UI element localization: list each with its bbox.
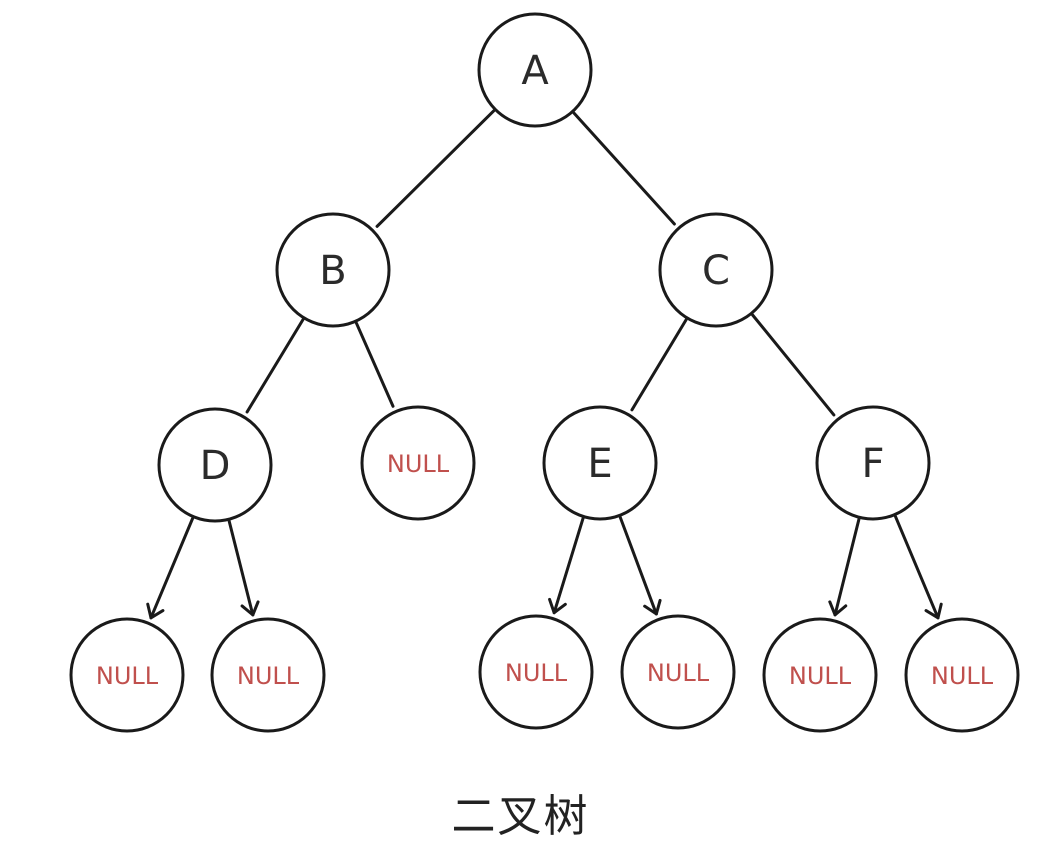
node-circle: [762, 617, 878, 733]
edge-D-D_L: [149, 516, 195, 620]
node-circle: [157, 407, 273, 523]
edge-F-F_R: [893, 514, 940, 620]
tree-node-f: F: [815, 405, 931, 521]
tree-node-e: E: [542, 405, 658, 521]
null-node: NULL: [360, 405, 476, 521]
null-node: NULL: [210, 617, 326, 733]
arrowhead-F-F_R: [924, 602, 943, 620]
edge-F-F_L: [833, 517, 861, 617]
null-label: NULL: [96, 662, 159, 690]
node-label: F: [861, 441, 884, 487]
null-node: NULL: [620, 614, 736, 730]
node-label: E: [587, 441, 612, 487]
edge-E-E_R: [618, 515, 658, 616]
null-node: NULL: [904, 617, 1020, 733]
null-label: NULL: [647, 659, 710, 687]
null-node: NULL: [478, 614, 594, 730]
null-node: NULL: [69, 617, 185, 733]
tree-node-b: B: [275, 212, 391, 328]
edges-layer: [146, 109, 943, 620]
node-circle: [658, 212, 774, 328]
edge-B-D: [245, 318, 305, 414]
null-node: NULL: [762, 617, 878, 733]
edge-C-E: [630, 318, 688, 412]
null-label: NULL: [505, 659, 568, 687]
edge-C-F: [751, 313, 836, 417]
nodes-layer: A B C D NULL E F NULL NULL NULL NULL NULL NULL: [69, 12, 1020, 733]
node-circle: [275, 212, 391, 328]
tree-node-c: C: [658, 212, 774, 328]
null-label: NULL: [237, 662, 300, 690]
node-label: D: [200, 443, 231, 489]
edge-A-B: [375, 109, 496, 228]
node-circle: [360, 405, 476, 521]
node-circle: [620, 614, 736, 730]
arrowhead-F-F_L: [828, 600, 848, 617]
edge-B-B_R: [354, 321, 395, 408]
null-label: NULL: [387, 450, 450, 478]
edge-A-C: [572, 111, 676, 226]
arrowhead-E-E_R: [643, 598, 662, 616]
node-circle: [478, 614, 594, 730]
node-circle: [210, 617, 326, 733]
edge-D-D_R: [227, 519, 255, 617]
node-circle: [542, 405, 658, 521]
null-label: NULL: [931, 662, 994, 690]
node-circle: [477, 12, 593, 128]
node-label: C: [702, 248, 730, 294]
node-circle: [815, 405, 931, 521]
node-circle: [904, 617, 1020, 733]
node-label: B: [319, 248, 346, 294]
node-label: A: [521, 48, 549, 94]
node-circle: [69, 617, 185, 733]
arrowhead-D-D_R: [240, 600, 260, 617]
arrowhead-E-E_L: [548, 597, 567, 615]
tree-node-d: D: [157, 407, 273, 523]
tree-node-a: A: [477, 12, 593, 128]
arrowhead-D-D_L: [146, 602, 165, 620]
diagram-caption: 二叉树: [451, 791, 590, 842]
null-label: NULL: [789, 662, 852, 690]
edge-E-E_L: [552, 516, 585, 615]
